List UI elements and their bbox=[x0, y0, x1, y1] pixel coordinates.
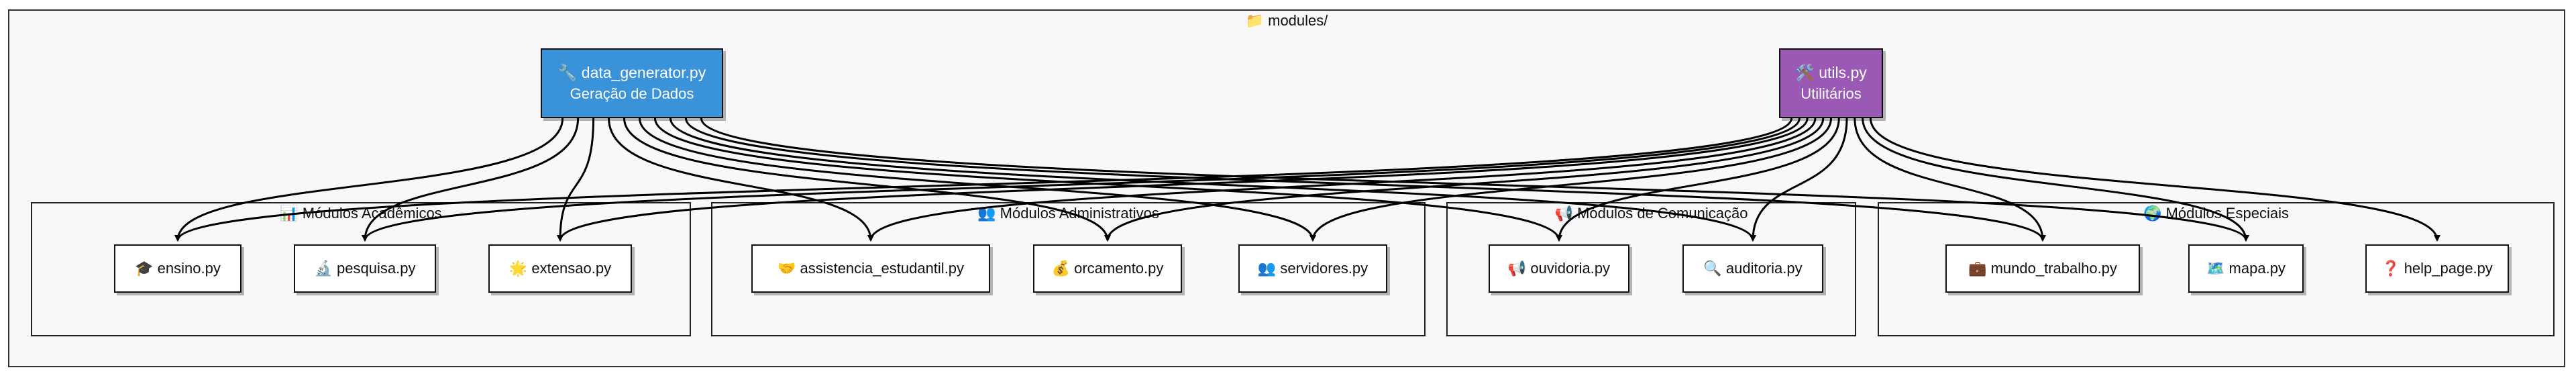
edge-utils-to-ensino bbox=[174, 117, 1793, 242]
node-mapa[interactable]: 🗺️ mapa.py bbox=[2188, 244, 2304, 293]
edge-utils-to-ouvidoria bbox=[1556, 117, 1840, 242]
node-assistencia-estudantil[interactable]: 🤝 assistencia_estudantil.py bbox=[751, 244, 990, 293]
modules-container-label: 📁 modules/ bbox=[1245, 12, 1328, 29]
node-mundo-trabalho[interactable]: 💼 mundo_trabalho.py bbox=[1945, 244, 2140, 293]
edge-data_generator-to-ensino bbox=[174, 117, 564, 242]
node-data-generator[interactable]: 🔧 data_generator.py Geração de Dados bbox=[541, 48, 723, 118]
edge-utils-to-pesquisa bbox=[362, 117, 1801, 242]
edge-data_generator-to-pesquisa bbox=[362, 117, 580, 242]
edge-data_generator-to-mundo_trabalho bbox=[684, 117, 2046, 242]
edge-data_generator-to-auditoria bbox=[669, 117, 1756, 242]
node-utils[interactable]: 🛠️ utils.py Utilitários bbox=[1779, 48, 1883, 118]
node-orcamento[interactable]: 💰 orcamento.py bbox=[1033, 244, 1182, 293]
node-ensino[interactable]: 🎓 ensino.py bbox=[114, 244, 241, 293]
edge-utils-to-help_page bbox=[1869, 117, 2440, 242]
node-servidores[interactable]: 👥 servidores.py bbox=[1238, 244, 1387, 293]
edge-data_generator-to-orcamento bbox=[623, 117, 1111, 242]
edge-data_generator-to-assistencia bbox=[608, 117, 874, 242]
edge-data_generator-to-extensao bbox=[557, 117, 595, 242]
edge-utils-to-assistencia bbox=[867, 117, 1817, 242]
node-data-generator-title: 🔧 data_generator.py bbox=[557, 64, 706, 81]
edge-utils-to-orcamento bbox=[1104, 117, 1825, 242]
node-utils-title: 🛠️ utils.py bbox=[1795, 64, 1867, 81]
edge-utils-to-auditoria bbox=[1750, 117, 1848, 242]
edge-utils-to-extensao bbox=[557, 117, 1809, 242]
node-extensao[interactable]: 🌟 extensao.py bbox=[488, 244, 632, 293]
node-ouvidoria[interactable]: 📢 ouvidoria.py bbox=[1489, 244, 1629, 293]
node-auditoria[interactable]: 🔍 auditoria.py bbox=[1682, 244, 1823, 293]
node-data-generator-subtitle: Geração de Dados bbox=[570, 85, 694, 102]
node-help-page[interactable]: ❓ help_page.py bbox=[2365, 244, 2509, 293]
node-utils-subtitle: Utilitários bbox=[1801, 85, 1862, 102]
group-comunicacao-label: 📢 Módulos de Comunicação bbox=[1554, 205, 1748, 222]
node-pesquisa[interactable]: 🔬 pesquisa.py bbox=[294, 244, 436, 293]
edge-utils-to-mapa bbox=[1862, 117, 2249, 242]
edge-utils-to-mundo_trabalho bbox=[1854, 117, 2046, 242]
edge-utils-to-servidores bbox=[1309, 117, 1832, 242]
